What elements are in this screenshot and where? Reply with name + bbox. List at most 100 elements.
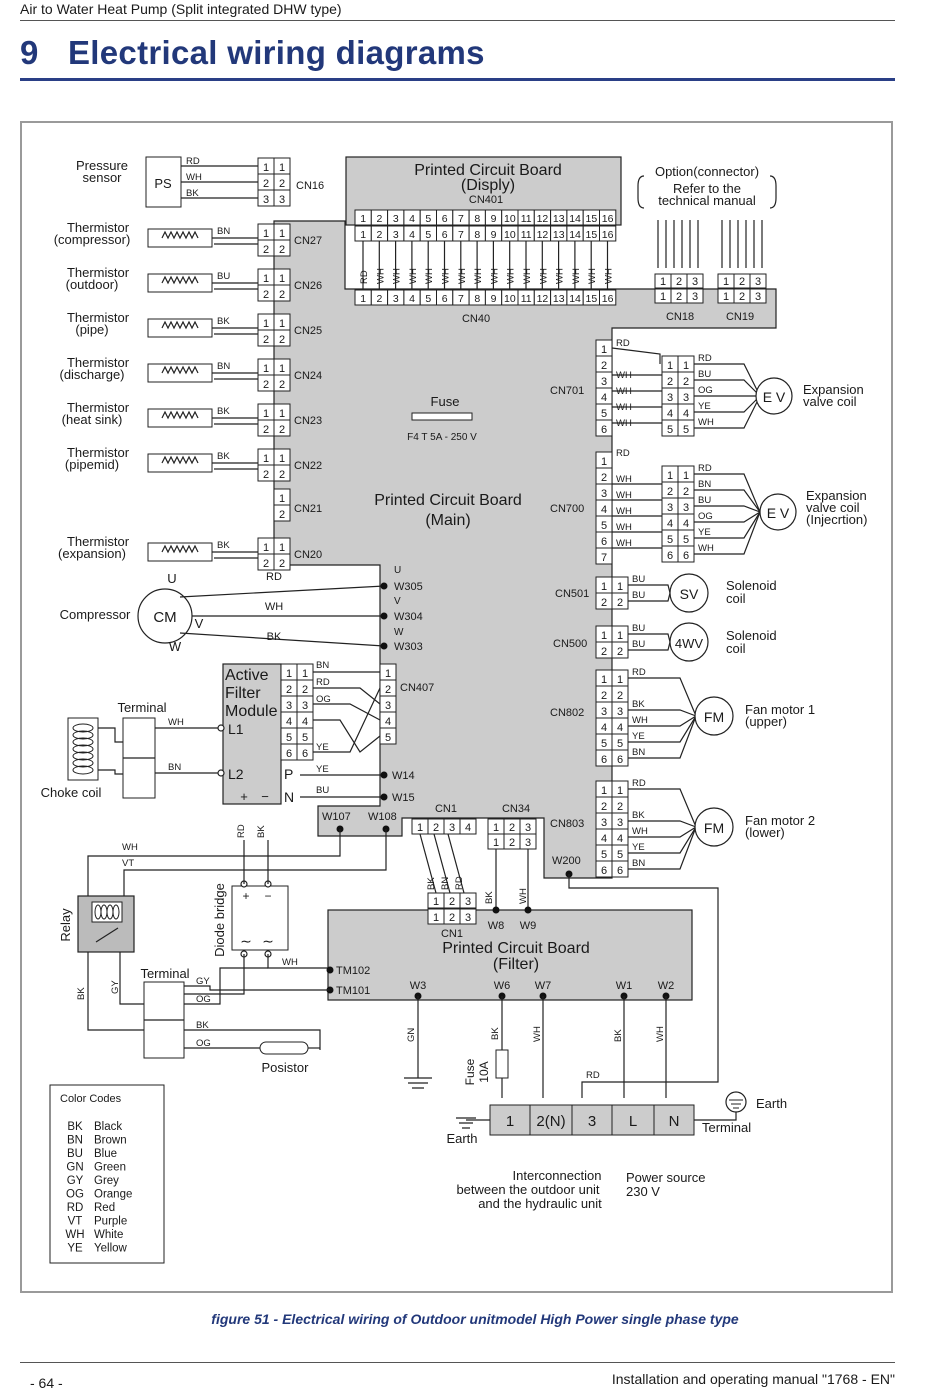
tm101-label: TM101 <box>336 985 370 997</box>
filter-cn1-label: CN1 <box>441 928 463 940</box>
cn19-top-cell <box>749 273 767 289</box>
ev2-board-wire-color: WH <box>616 522 632 533</box>
thermistor-connector-cell <box>273 374 291 392</box>
cn700-pin: 4 <box>601 504 607 516</box>
diode-out-wire <box>267 954 330 969</box>
compressor-phase: U <box>167 571 176 586</box>
ev1-connector-pin: 5 <box>683 424 689 436</box>
option-bracket-right <box>769 175 777 209</box>
thermistor-connector-pin: 1 <box>279 363 285 375</box>
pressure-sensor-label: sensor <box>82 170 122 185</box>
ev1-connector-pin: 4 <box>683 408 689 420</box>
cn802-wire <box>628 715 697 727</box>
compressor-wire-color: BK <box>267 631 282 643</box>
relay-coil-winding <box>112 904 120 920</box>
bus-wire-color: WH <box>375 268 386 284</box>
cn501-pin: 1 <box>601 581 607 593</box>
ev1-symbol: E V <box>763 389 786 405</box>
thermistor-connector-cell <box>273 419 291 437</box>
choke-coil-winding <box>72 723 94 733</box>
thermistor-connector-label: CN26 <box>294 280 322 292</box>
cn802-pin: 6 <box>601 754 607 766</box>
fwv-coil <box>669 622 709 662</box>
cn803-pin: 6 <box>601 865 607 877</box>
filter-cn1-bot-pin: 1 <box>433 912 439 924</box>
cn803-pin: 4 <box>617 833 623 845</box>
cn1-main-pin: 4 <box>465 822 471 834</box>
terminal-block-label: 3 <box>588 1113 596 1130</box>
cn401-row2-pin: 2 <box>377 229 383 241</box>
cn500-pin: 2 <box>601 646 607 658</box>
cn802-pin: 2 <box>617 690 623 702</box>
filter-input-node <box>217 769 225 777</box>
thermistor-connector-pin: 1 <box>263 542 269 554</box>
thermistor-wire-color: BK <box>217 316 230 327</box>
choke-wire <box>98 727 123 743</box>
thermistor-label: Thermistor <box>67 534 130 549</box>
ev2-coil-wire <box>694 473 761 513</box>
diode-ac: ∼ <box>240 933 252 949</box>
display-pcb-subtitle: (Disply) <box>461 177 515 194</box>
compressor-terminal-label: W304 <box>394 611 423 623</box>
manual-reference: Installation and operating manual "1768 … <box>611 1371 895 1387</box>
ev2-board-wire-color: WH <box>616 538 632 549</box>
posistor-wire-color: OG <box>196 994 211 1005</box>
cn803-pin: 2 <box>617 801 623 813</box>
earth-right-symbol <box>729 1099 743 1109</box>
cn21-pin: 1 <box>279 493 285 505</box>
bus-wire-color: WH <box>522 268 533 284</box>
cn16-pin: 1 <box>279 162 285 174</box>
filter-wire <box>313 687 381 753</box>
option-note: technical manual <box>658 193 756 208</box>
w7-color: WH <box>532 1026 543 1042</box>
cn1-main-pin: 2 <box>433 822 439 834</box>
cn401-row2-pin: 15 <box>586 229 598 241</box>
thermistor-connector-cell <box>273 464 291 482</box>
cn802-pin: 3 <box>617 706 623 718</box>
ev2-label: (Injecrtion) <box>806 512 867 527</box>
cn802-pin: 4 <box>617 722 623 734</box>
filter-module-area <box>222 663 282 805</box>
cn802-wire-color: YE <box>632 731 645 742</box>
w6-color: BK <box>490 1027 501 1040</box>
thermistor-zigzag <box>161 275 199 285</box>
ev2-coil-wire <box>694 511 761 523</box>
cn802-wire <box>628 677 697 717</box>
cn401-row1-pin: 9 <box>491 213 497 225</box>
ev2-label: valve coil <box>806 500 860 515</box>
bus-wire-color: WH <box>441 268 452 284</box>
cn802-pin: 6 <box>617 754 623 766</box>
posistor-left-color: BK <box>76 987 87 1000</box>
thermistor-label: Thermistor <box>67 310 130 325</box>
bus-wire-color: WH <box>392 268 403 284</box>
filter-module-title: Module <box>225 703 278 720</box>
thermistor-connector-cell <box>273 239 291 257</box>
sv-wire-color: BU <box>632 590 645 601</box>
cn802-wire-color: RD <box>632 667 646 678</box>
cn19-bot-pin: 1 <box>723 291 729 303</box>
cn40-pin: 2 <box>377 293 383 305</box>
relay-wh-wire <box>87 829 341 896</box>
cn803-pin: 1 <box>601 785 607 797</box>
ev1-coil-wire <box>694 379 761 397</box>
posistor-terminal-label: Terminal <box>140 966 189 981</box>
main-pcb-subtitle: (Main) <box>425 512 470 529</box>
cn803-wire-color: BN <box>632 858 645 869</box>
interconnection-label: and the hydraulic unit <box>478 1196 602 1211</box>
thermistor-connector-cell <box>273 284 291 302</box>
thermistor-connector-pin: 1 <box>263 363 269 375</box>
cn802-pin: 3 <box>601 706 607 718</box>
ev2-connector-pin: 6 <box>667 550 673 562</box>
w8-color: BK <box>484 891 495 904</box>
relay-vt-wire <box>123 829 387 896</box>
choke-coil-label: Choke coil <box>41 785 102 800</box>
fwv-label: coil <box>726 641 746 656</box>
cn802-motor-label: Fan motor 1 <box>745 702 815 717</box>
color-code: RD <box>67 1202 84 1214</box>
fuse-main-label: Fuse <box>431 394 460 409</box>
filter-module-connector-pin: 4 <box>302 716 308 728</box>
w2-color: WH <box>655 1026 666 1042</box>
cn40-pin: 14 <box>569 293 581 305</box>
diode-ac: ∼ <box>262 933 274 949</box>
cn407-pin: 2 <box>385 684 391 696</box>
